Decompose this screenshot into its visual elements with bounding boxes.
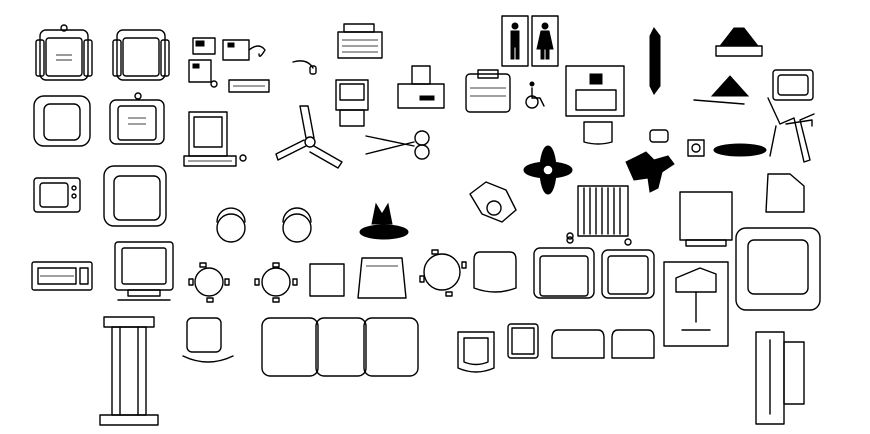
desk-lamp-icon bbox=[715, 27, 763, 57]
scissors-icon bbox=[365, 130, 430, 160]
desk-lamp-icon bbox=[693, 75, 750, 105]
scanner-icon bbox=[397, 65, 445, 109]
hard-drive-icon bbox=[687, 139, 705, 157]
armchair-icon bbox=[601, 238, 655, 299]
desk-lamp-icon bbox=[765, 173, 805, 213]
printer-icon bbox=[31, 261, 93, 291]
round-table-icon bbox=[188, 262, 230, 303]
cabinet-icon bbox=[755, 331, 805, 425]
tub-chair-icon bbox=[473, 251, 517, 293]
wheelchair-icon bbox=[525, 81, 545, 109]
tub-chair-icon bbox=[457, 331, 495, 373]
dressing-table-icon bbox=[357, 257, 407, 299]
airplane-icon bbox=[625, 151, 675, 193]
round-table-icon bbox=[216, 207, 246, 243]
ceiling-fan-icon bbox=[275, 105, 343, 169]
lounge-chair-icon bbox=[103, 165, 167, 227]
tv-set-icon bbox=[772, 69, 814, 101]
lamp-shade-icon bbox=[359, 202, 409, 240]
round-table-icon bbox=[282, 207, 312, 243]
round-table-icon bbox=[254, 262, 298, 303]
grinder-icon bbox=[469, 181, 517, 223]
armchair-icon bbox=[35, 24, 93, 81]
three-seat-sofa-icon bbox=[261, 317, 419, 377]
wall-plaque-icon bbox=[649, 27, 661, 95]
swivel-chair-icon bbox=[611, 329, 655, 359]
sofa-chair-icon bbox=[112, 29, 170, 81]
chair-back-icon bbox=[583, 121, 613, 145]
female-toilet-sign-icon bbox=[531, 15, 559, 67]
telephone-icon bbox=[192, 37, 266, 61]
airplane-icon bbox=[713, 143, 767, 157]
lounge-chair-icon bbox=[33, 95, 91, 147]
fax-machine-icon bbox=[188, 59, 270, 93]
remote-icon bbox=[649, 129, 669, 143]
armchair-icon bbox=[109, 92, 165, 145]
lounge-chair-icon bbox=[735, 227, 821, 311]
armchair-icon bbox=[533, 236, 595, 299]
tower-computer-icon bbox=[679, 191, 733, 247]
fax-machine-icon bbox=[465, 69, 511, 113]
swivel-chair-icon bbox=[182, 317, 234, 363]
desk-chair-icon bbox=[507, 323, 539, 359]
propeller-icon bbox=[523, 145, 573, 195]
copier-icon bbox=[335, 79, 369, 127]
radiator-icon bbox=[566, 185, 629, 240]
projector-icon bbox=[565, 65, 625, 117]
beach-chair-icon bbox=[767, 97, 815, 163]
typewriter-icon bbox=[337, 23, 383, 59]
computer-mouse-icon bbox=[292, 60, 317, 75]
swivel-chair-icon bbox=[551, 329, 605, 359]
tv-set-icon bbox=[33, 177, 81, 213]
crt-monitor-icon bbox=[114, 241, 174, 301]
pedestal-icon bbox=[99, 316, 159, 426]
round-table-icon bbox=[419, 249, 467, 297]
chair-with-desk-icon bbox=[663, 261, 729, 347]
male-toilet-sign-icon bbox=[501, 15, 529, 67]
end-table-icon bbox=[309, 263, 345, 297]
computer-icon bbox=[183, 111, 247, 167]
